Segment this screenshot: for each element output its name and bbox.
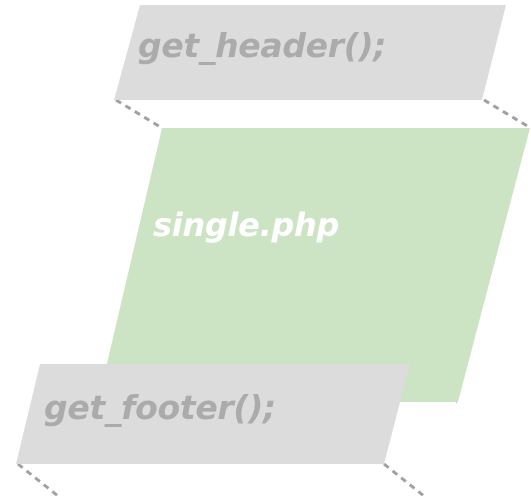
connector-header-right <box>483 98 530 129</box>
single-php-label: single.php <box>153 206 340 244</box>
connector-footer-left <box>17 462 59 498</box>
footer-label: get_footer(); <box>44 388 276 427</box>
header-label: get_header(); <box>138 26 387 65</box>
single-php-block <box>98 128 530 402</box>
connector-footer-right <box>383 462 425 498</box>
connector-header-left <box>115 98 163 130</box>
header-block <box>114 5 506 100</box>
footer-block <box>16 364 410 464</box>
